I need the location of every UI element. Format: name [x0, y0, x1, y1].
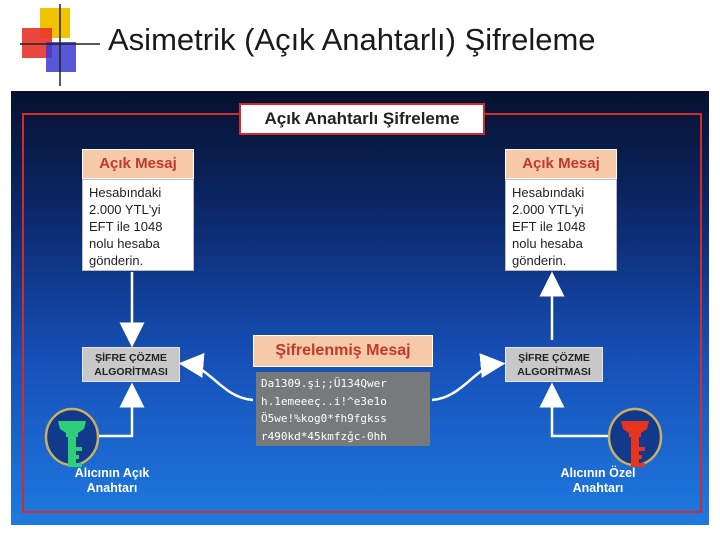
algorithm-box-left: ŞİFRE ÇÖZME ALGORİTMASI: [82, 347, 180, 382]
slide-logo: [20, 4, 100, 86]
plain-message-line: EFT ile 1048: [512, 219, 586, 234]
plain-message-line: Hesabındaki: [89, 185, 162, 200]
plain-message-line: 2.000 YTL'yi: [89, 202, 161, 217]
plain-message-line: nolu hesaba: [512, 236, 583, 251]
plain-message-line: gönderin.: [89, 253, 144, 268]
plain-message-line: Hesabındaki: [512, 185, 585, 200]
algorithm-left-line1: ŞİFRE ÇÖZME: [95, 352, 167, 364]
plain-message-line: nolu hesaba: [89, 236, 160, 251]
algorithm-right-line2: ALGORİTMASI: [517, 366, 591, 378]
algorithm-right-line1: ŞİFRE ÇÖZME: [518, 352, 590, 364]
encrypted-message-body: Da1309.şi;;Ü134Qwer h.1emeeeç..i!^e3e1o …: [256, 372, 430, 446]
plain-message-right-body: Hesabındaki 2.000 YTL'yi EFT ile 1048 no…: [505, 179, 617, 271]
public-key-label-line2: Anahtarı: [86, 481, 138, 495]
public-key-label-line1: Alıcının Açık: [74, 466, 150, 480]
algorithm-box-right: ŞİFRE ÇÖZME ALGORİTMASI: [505, 347, 603, 382]
plain-message-line: 2.000 YTL'yi: [512, 202, 584, 217]
plain-message-line: gönderin.: [512, 253, 567, 268]
public-key-label: Alıcının Açık Anahtarı: [42, 466, 182, 496]
private-key-icon: [607, 407, 663, 467]
cipher-line: Da1309.şi;;Ü134Qwer: [261, 377, 387, 390]
plain-message-left-heading: Açık Mesaj: [82, 149, 194, 179]
encrypted-message-heading: Şifrelenmiş Mesaj: [253, 335, 433, 367]
private-key-label-line1: Alıcının Özel: [560, 466, 636, 480]
cipher-line: h.1emeeeç..i!^e3e1o: [261, 394, 387, 408]
plain-message-right: Açık Mesaj Hesabındaki 2.000 YTL'yi EFT …: [505, 149, 617, 271]
private-key-label: Alıcının Özel Anahtarı: [528, 466, 668, 496]
plain-message-left-body: Hesabındaki 2.000 YTL'yi EFT ile 1048 no…: [82, 179, 194, 271]
cipher-line: r490kd*45kmfzğc-0hh: [261, 429, 387, 443]
plain-message-left: Açık Mesaj Hesabındaki 2.000 YTL'yi EFT …: [82, 149, 194, 271]
plain-message-right-heading: Açık Mesaj: [505, 149, 617, 179]
slide-title: Asimetrik (Açık Anahtarlı) Şifreleme: [108, 22, 596, 57]
diagram-title: Açık Anahtarlı Şifreleme: [239, 103, 485, 135]
algorithm-left-line2: ALGORİTMASI: [94, 366, 168, 378]
private-key-label-line2: Anahtarı: [572, 481, 624, 495]
cipher-line: Ö5we!%kog0*fh9fgkss: [261, 412, 387, 425]
public-key-icon: [44, 407, 100, 467]
plain-message-line: EFT ile 1048: [89, 219, 163, 234]
